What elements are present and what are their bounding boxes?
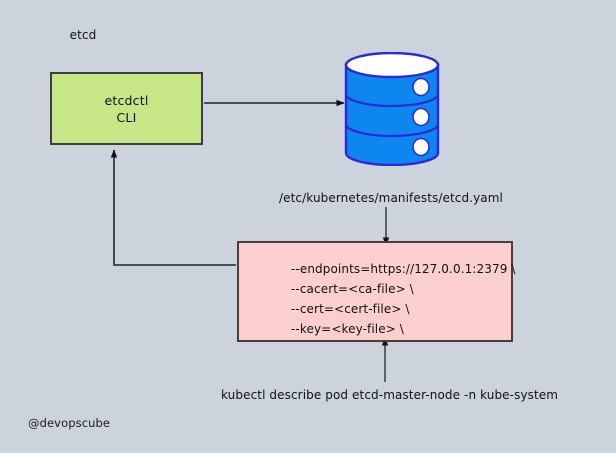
etcdctl-cli-box[interactable]: etcdctl CLI bbox=[50, 72, 203, 145]
cylinder-light-1 bbox=[412, 77, 430, 97]
options-to-etcdctl-arrow bbox=[110, 149, 236, 266]
cylinder-divider-2 bbox=[344, 123, 440, 138]
etcdctl-box-line-1: etcdctl bbox=[104, 92, 149, 108]
etcdctl-options-box[interactable]: --endpoints=https://127.0.0.1:2379 \ --c… bbox=[237, 241, 516, 342]
cylinder-top bbox=[344, 52, 440, 79]
cylinder-divider-1 bbox=[344, 93, 440, 108]
option-line: --cacert=<ca-file> \ bbox=[291, 282, 414, 296]
option-line: --key=<key-file> \ bbox=[291, 322, 404, 336]
etcd-database-cylinder[interactable] bbox=[343, 52, 441, 166]
option-line: --endpoints=https://127.0.0.1:2379 \ bbox=[291, 262, 516, 276]
cylinder-light-2 bbox=[412, 107, 430, 127]
kubectl-command-label: kubectl describe pod etcd-master-node -n… bbox=[221, 388, 559, 402]
etcd-label: etcd bbox=[69, 28, 97, 42]
watermark-label: @devopscube bbox=[28, 416, 111, 430]
cylinder-light-3 bbox=[412, 137, 430, 157]
option-line: --cert=<cert-file> \ bbox=[291, 302, 410, 316]
etcdctl-box-line-2: CLI bbox=[116, 109, 137, 125]
manifest-path-label: /etc/kubernetes/manifests/etcd.yaml bbox=[279, 191, 503, 205]
